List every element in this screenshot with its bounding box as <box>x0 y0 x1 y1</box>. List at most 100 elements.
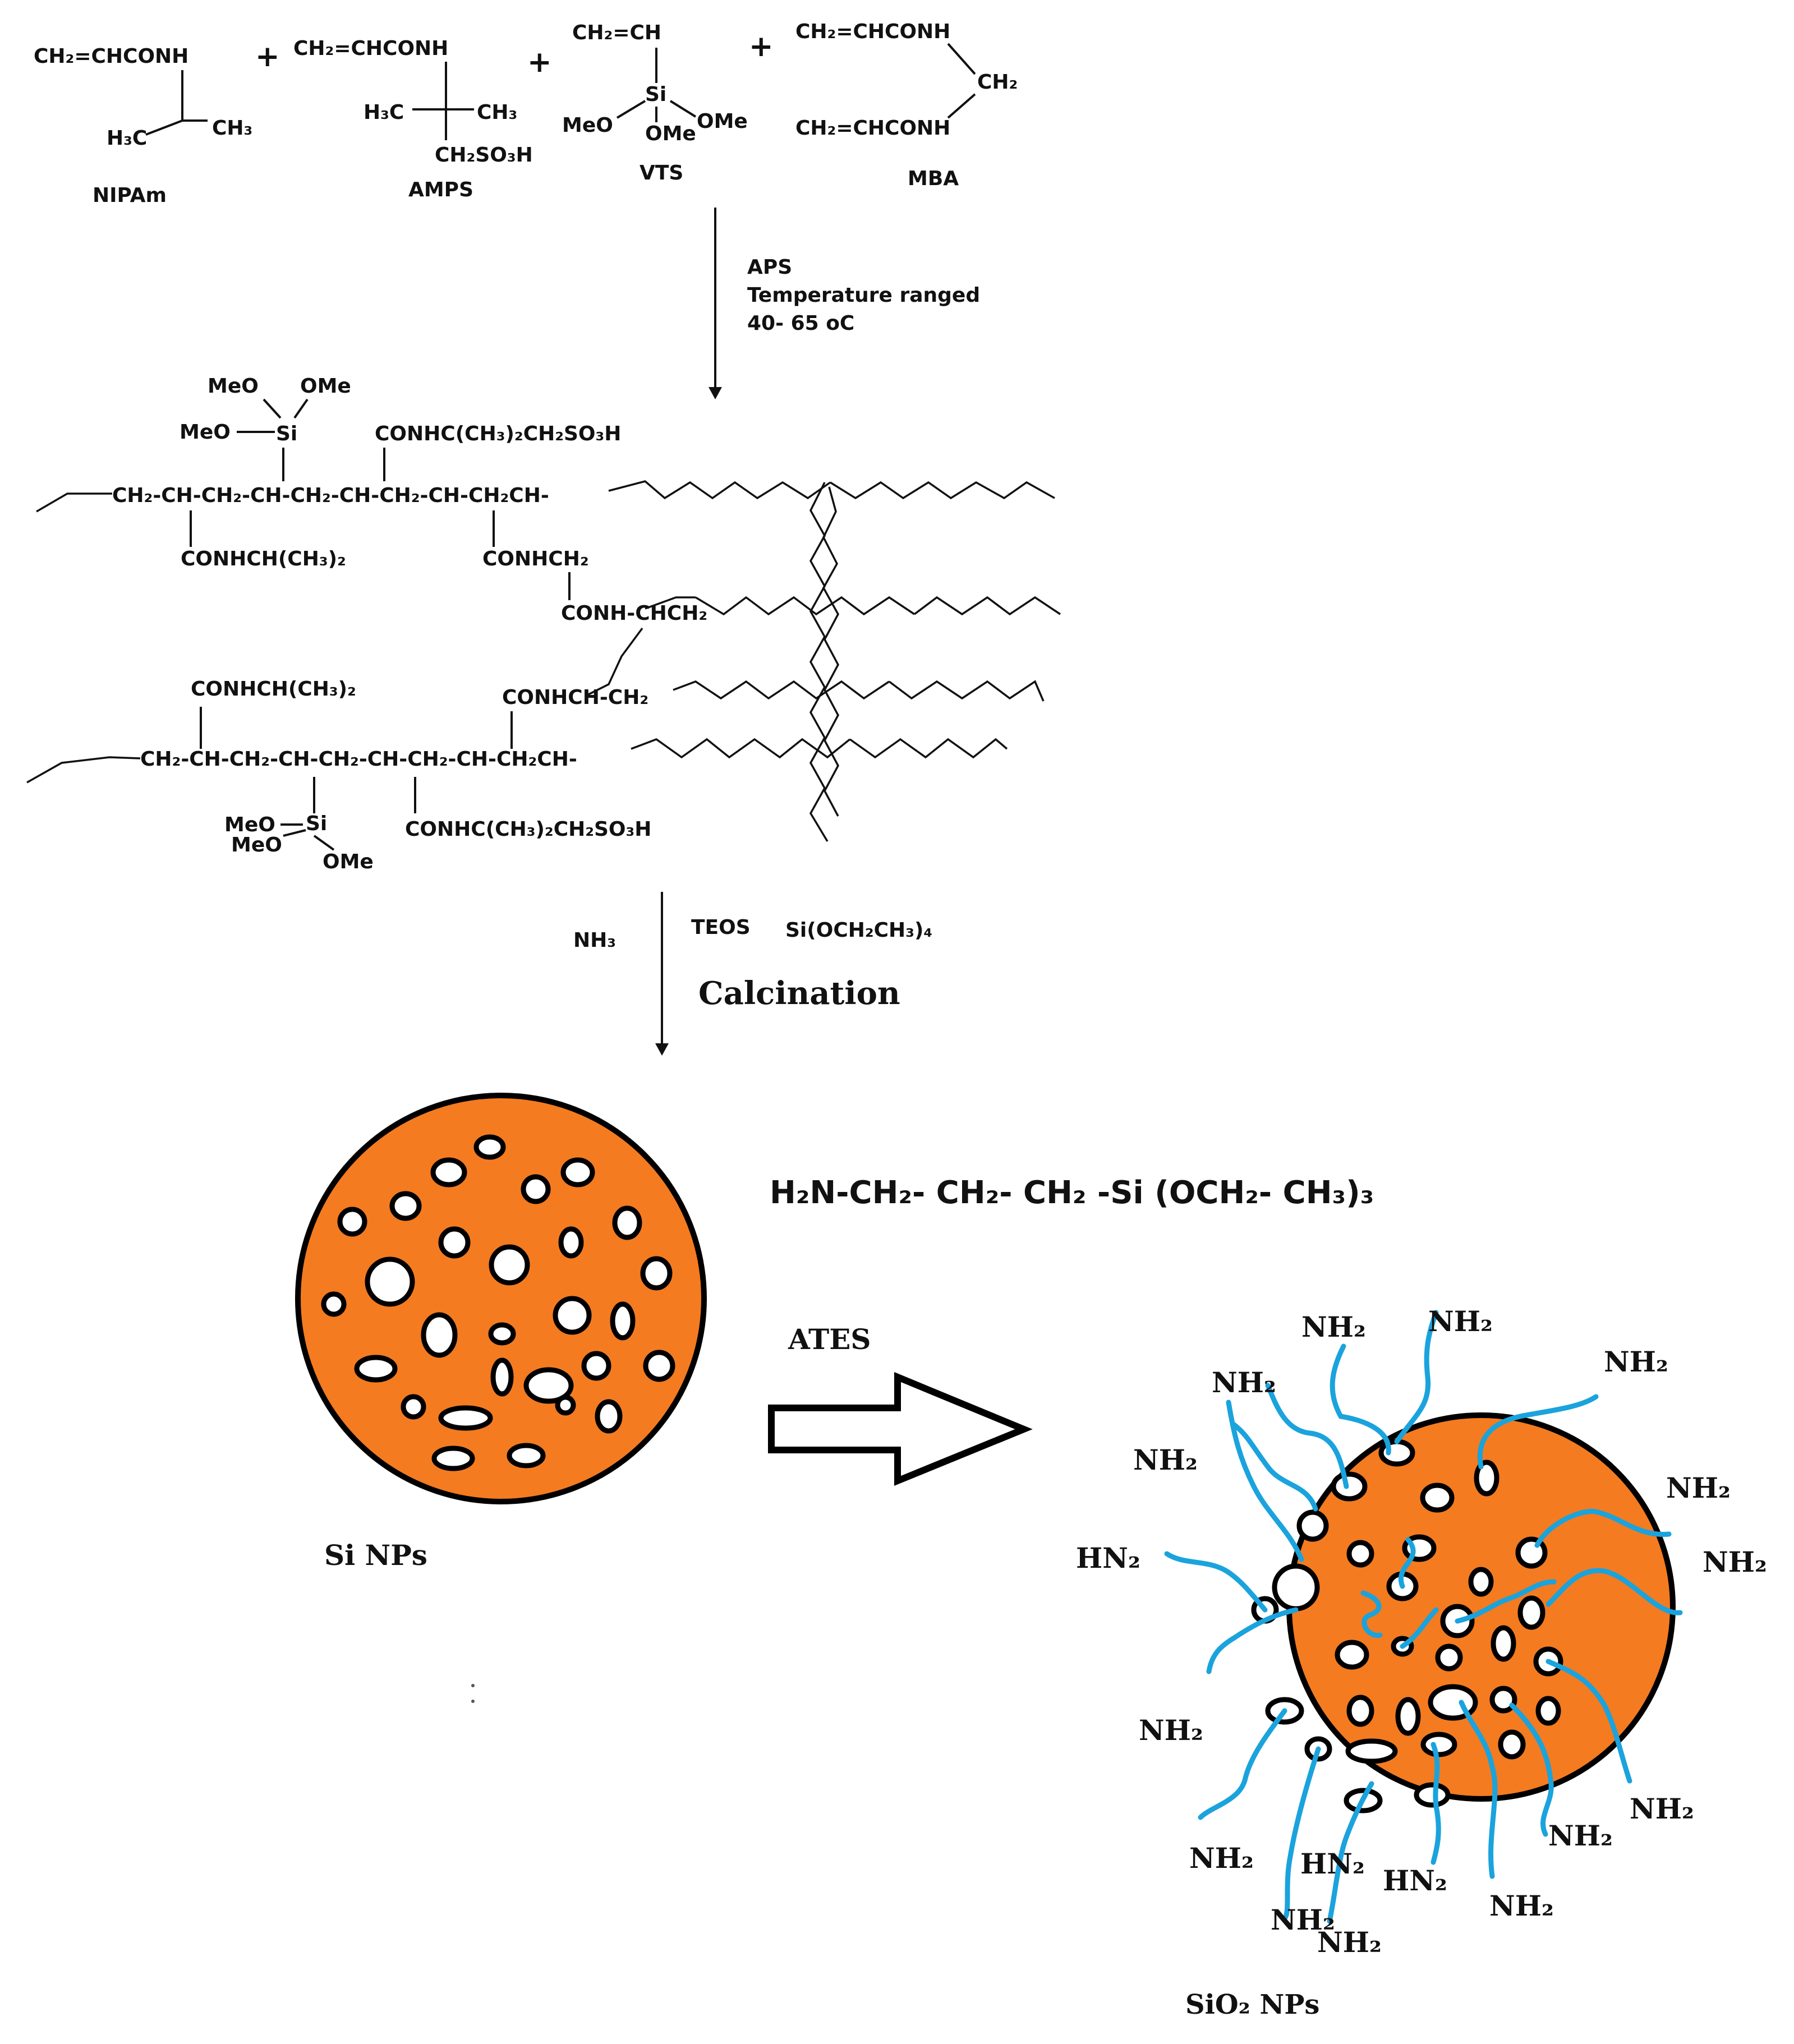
pore <box>321 1291 347 1317</box>
pore <box>354 1355 398 1383</box>
amine-label: NH₂ <box>1133 1443 1198 1476</box>
vts-methoxy-right: OMe <box>697 110 748 133</box>
pore <box>1435 1644 1463 1672</box>
amine-label: NH₂ <box>1666 1471 1731 1504</box>
pore <box>1346 1540 1374 1568</box>
amine-label: NH₂ <box>1301 1310 1366 1343</box>
amine-tail <box>1394 1310 1439 1444</box>
mba-bottom: CH₂=CHCONH <box>795 117 950 140</box>
step2-arrow <box>655 892 669 1056</box>
si-top-methoxy-2: OMe <box>300 375 351 398</box>
step1-arrow <box>709 208 722 399</box>
pore <box>1345 1738 1398 1764</box>
amine-tail <box>1430 1742 1441 1865</box>
ates-label: ATES <box>788 1323 871 1356</box>
pore <box>1489 1686 1517 1714</box>
ates-arrow <box>768 1372 1033 1486</box>
pore <box>643 1350 675 1382</box>
stray-dot <box>471 1700 475 1703</box>
monomer-mba: CH₂=CHCONH CH₂ CH₂=CHCONH MBA <box>795 20 1018 190</box>
si-bottom-silicon: Si <box>306 812 327 835</box>
pore <box>431 1445 475 1471</box>
amps-methyl-right: CH₃ <box>477 101 517 124</box>
mba-bridge: CH₂ <box>977 71 1018 94</box>
nipam-top-substituent: CONHCH(CH₃)₂ <box>181 547 346 570</box>
amine-label: NH₂ <box>1489 1889 1554 1922</box>
pore <box>1468 1567 1494 1597</box>
step2-teos: TEOS <box>691 916 751 939</box>
pore <box>555 1394 576 1416</box>
amine-tail <box>1327 1781 1374 1924</box>
amine-tail <box>1330 1343 1391 1456</box>
plus-sign: + <box>749 30 774 63</box>
si-top-silicon: Si <box>276 422 297 445</box>
amine-label: NH₂ <box>1139 1714 1203 1747</box>
pore <box>438 1405 493 1431</box>
pore <box>490 1357 514 1397</box>
si-bottom-methoxy-1: MeO <box>224 813 275 836</box>
step1-temperature: 40- 65 oC <box>747 312 854 335</box>
amps-vinyl: CH₂=CHCONH <box>293 37 448 60</box>
step2-base: NH₃ <box>573 929 616 952</box>
amine-tail <box>1206 1607 1299 1674</box>
pore <box>337 1207 367 1237</box>
pore <box>1474 1460 1499 1497</box>
vts-methoxy-mid: OMe <box>645 122 696 145</box>
amine-tail <box>1198 1708 1287 1820</box>
plus-sign: + <box>255 40 280 73</box>
pore <box>438 1226 471 1259</box>
amine-label: NH₂ <box>1630 1792 1694 1825</box>
mba-link-3: CONHCH-CH₂ <box>502 686 648 709</box>
step2-calcination: Calcination <box>698 975 900 1012</box>
pore <box>1272 1563 1320 1612</box>
monomer-nipam: CH₂=CHCONH H₃C CH₃ NIPAm <box>34 45 252 207</box>
pore <box>640 1256 673 1291</box>
pore <box>560 1157 595 1187</box>
pore <box>1346 1695 1374 1727</box>
amine-label: NH₂ <box>1317 1926 1382 1959</box>
amine-tail <box>1509 1702 1554 1837</box>
amine-tail <box>1164 1551 1268 1613</box>
pore <box>1535 1696 1561 1726</box>
amine-tail <box>1477 1394 1599 1470</box>
amps-sulfomethyl: CH₂SO₃H <box>435 144 533 167</box>
amine-label: NH₂ <box>1703 1545 1767 1578</box>
amps-top-substituent: CONHC(CH₃)₂CH₂SO₃H <box>375 422 621 445</box>
amine-tail <box>1360 1590 1383 1638</box>
amine-tail <box>1545 1659 1632 1784</box>
amine-tail <box>1265 1383 1349 1489</box>
amine-label: NH₂ <box>1604 1345 1668 1378</box>
si-nanoparticle <box>295 1093 707 1504</box>
polymer-backbone-1: CH₂-CH-CH₂-CH-CH₂-CH-CH₂-CH-CH₂CH- <box>112 484 549 507</box>
amine-tail <box>1226 1400 1304 1562</box>
amine-label: HN₂ <box>1383 1864 1447 1897</box>
nipam-methyl-left: H₃C <box>107 127 147 150</box>
vts-vinyl: CH₂=CH <box>572 21 661 44</box>
step1-initiator: APS <box>747 256 792 279</box>
pore <box>489 1244 530 1286</box>
amine-label: NH₂ <box>1212 1366 1276 1399</box>
si-top-methoxy-3: MeO <box>180 421 231 444</box>
pore <box>1517 1595 1545 1630</box>
pore <box>507 1443 546 1468</box>
amine-label: NH₂ <box>1428 1305 1493 1338</box>
pore <box>1491 1625 1516 1662</box>
amine-label: NH₂ <box>1271 1903 1335 1936</box>
amine-tail <box>1455 1579 1557 1624</box>
pore <box>521 1174 551 1204</box>
pore <box>389 1191 422 1221</box>
pore <box>1331 1471 1368 1502</box>
pore <box>421 1312 458 1358</box>
plus-sign: + <box>527 45 552 79</box>
amps-bottom-substituent: CONHC(CH₃)₂CH₂SO₃H <box>405 818 651 841</box>
pore <box>473 1134 506 1160</box>
pore <box>1420 1483 1455 1513</box>
stray-dot <box>471 1684 475 1687</box>
pore <box>1296 1509 1329 1542</box>
amine-tail <box>1282 1746 1321 1921</box>
pore <box>1498 1729 1526 1760</box>
mba-link-2: CONH-CHCH₂ <box>561 602 707 625</box>
amine-label: HN₂ <box>1300 1847 1365 1880</box>
si-bottom-methoxy-2: MeO <box>231 834 282 857</box>
